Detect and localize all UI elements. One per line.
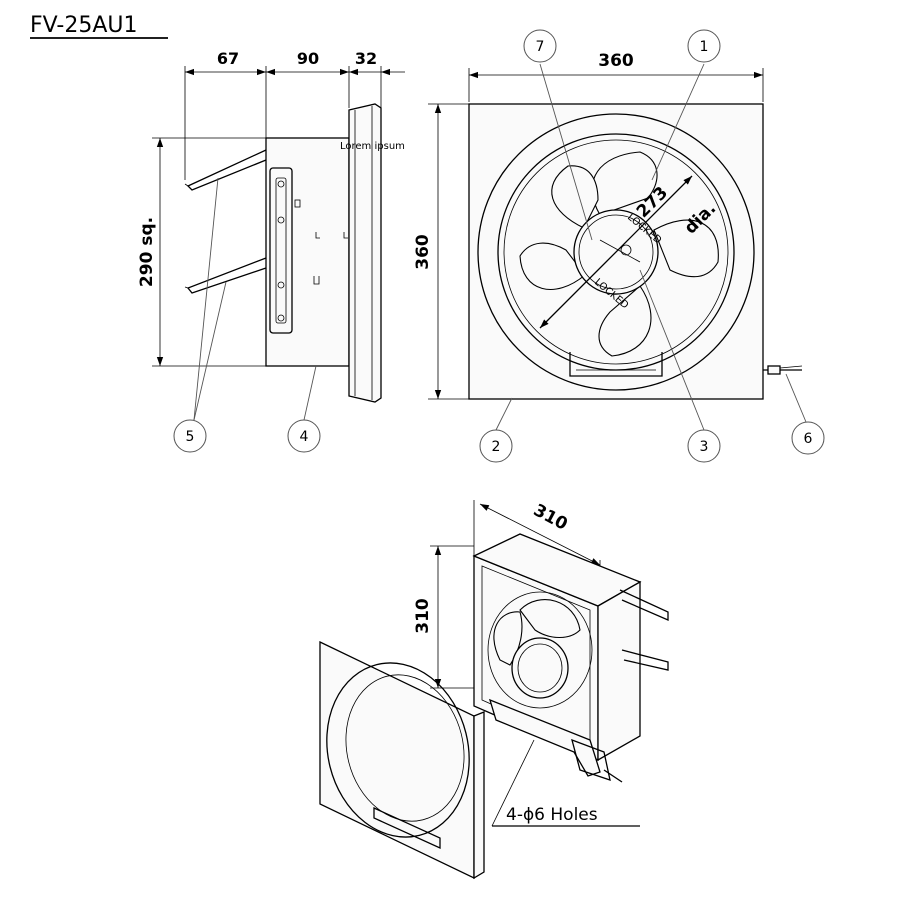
dim-exploded-width: 310 — [530, 500, 571, 534]
side-label: Lorem ipsum — [340, 141, 405, 152]
exploded-view: 310 310 4-ϕ6 Holes — [319, 500, 669, 880]
dim-depth-67: 67 — [217, 49, 239, 68]
holes-note: 4-ϕ6 Holes — [506, 805, 598, 825]
callout-6: 6 — [791, 421, 825, 455]
drawing-title: FV-25AU1 — [30, 13, 168, 39]
dim-height-290: 290 sq. — [137, 217, 157, 287]
callouts: 1 7 5 4 2 3 6 — [173, 29, 825, 463]
callout-5: 5 — [173, 419, 207, 453]
callout-2: 2 — [479, 429, 513, 463]
callout-7: 7 — [523, 29, 557, 63]
callout-3: 3 — [687, 429, 721, 463]
grille-flange — [348, 103, 382, 403]
side-view: 67 90 32 290 sq. Lorem ipsum — [137, 49, 405, 403]
front-view: 360 360 LOCKED LOCKED 273 — [413, 51, 803, 400]
svg-text:1: 1 — [700, 39, 709, 55]
dim-exploded-height: 310 — [413, 598, 433, 634]
svg-text:3: 3 — [700, 439, 709, 455]
callout-1: 1 — [687, 29, 721, 63]
svg-text:7: 7 — [536, 39, 545, 55]
outer-ring — [477, 113, 755, 391]
dim-width-360: 360 — [598, 51, 634, 71]
exploded-grille-panel — [319, 640, 475, 880]
svg-text:4: 4 — [300, 429, 309, 445]
model-number: FV-25AU1 — [30, 13, 138, 38]
svg-text:6: 6 — [804, 431, 813, 447]
dim-depth-90: 90 — [297, 49, 319, 68]
svg-text:2: 2 — [492, 439, 501, 455]
dim-depth-32: 32 — [355, 49, 377, 68]
svg-text:5: 5 — [186, 429, 195, 445]
callout-4: 4 — [287, 419, 321, 453]
dim-height-360: 360 — [413, 234, 433, 270]
